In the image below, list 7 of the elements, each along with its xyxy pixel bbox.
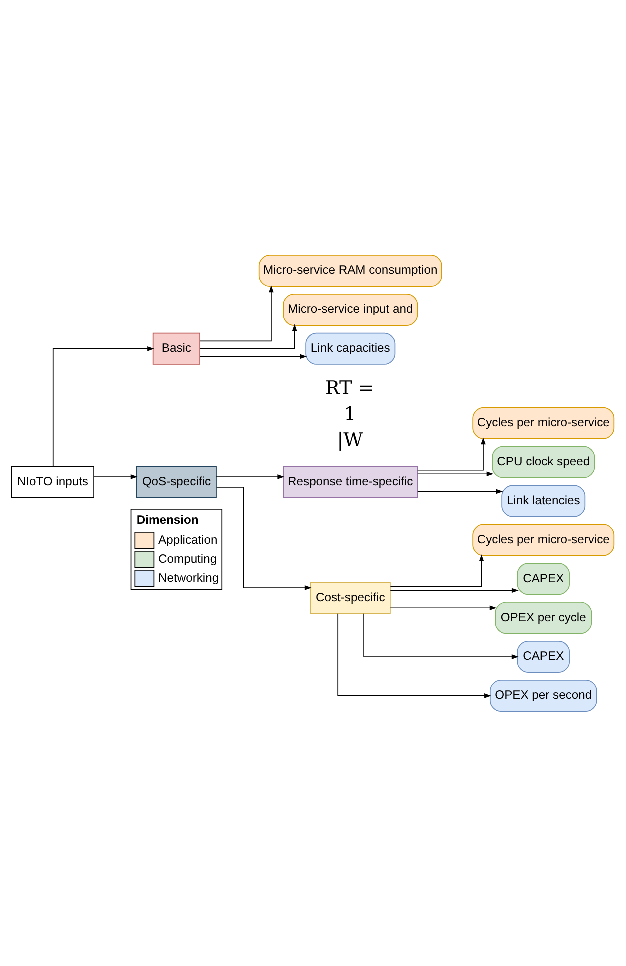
label: Dimension (136, 512, 199, 526)
label: RT = (326, 376, 374, 399)
legend-label: Networking (158, 570, 220, 584)
label: 1 (344, 402, 356, 425)
label: |W (337, 428, 364, 451)
legend-label: Computing (158, 551, 218, 566)
legend-label: Application (158, 532, 218, 546)
